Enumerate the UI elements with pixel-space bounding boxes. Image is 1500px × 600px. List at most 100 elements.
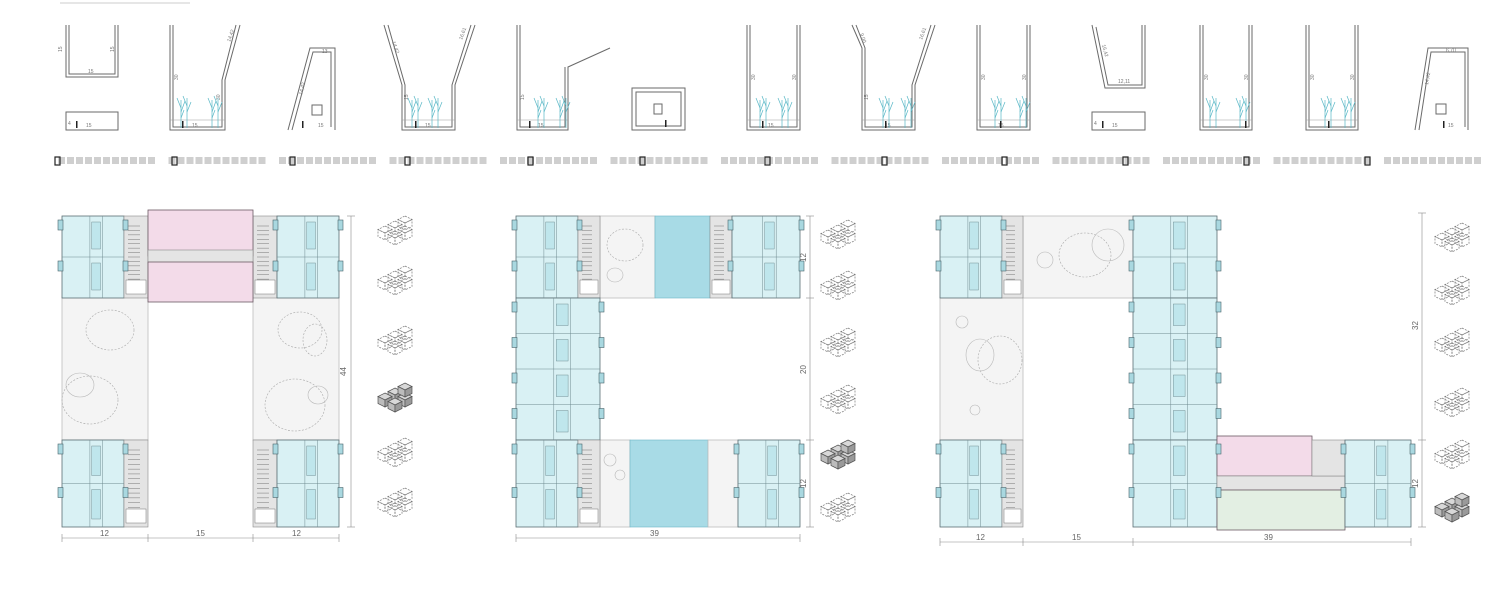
legend-glyph [130,157,137,164]
legend-glyph [1345,157,1353,164]
legend-glyph [1402,157,1409,164]
legend-glyph [1097,157,1105,164]
legend-glyph [324,157,331,164]
legend-glyph [655,157,663,164]
legend-glyph [1070,157,1078,164]
section-8-label: 9,00 [858,33,867,44]
section-marker [639,156,646,166]
legend-glyph [1032,157,1039,164]
legend-glyph [58,157,65,164]
legend-glyph [563,157,570,164]
plan-1-dim-bottom: 12 [100,529,109,538]
legend-glyph [434,157,442,164]
plant-icon [1015,95,1031,128]
plant-icon [777,95,793,128]
person-icon [182,121,184,128]
legend-glyph [425,157,433,164]
section-marker [1364,156,1371,166]
section-3-label: 15 [318,123,324,129]
apartment-unit [935,216,1007,298]
legend-glyph [231,157,239,164]
section-1-label: 15 [58,46,64,52]
person-icon [1328,121,1330,128]
legend-glyph [903,157,911,164]
section-marker [527,156,534,166]
legend-glyph [1235,157,1242,164]
stair-core [579,225,599,295]
legend-glyph [249,157,257,164]
legend-glyph [942,157,949,164]
section-12-label: 30 [1350,74,1356,80]
section-1-label: 15 [88,69,94,75]
legend-glyph [1456,157,1463,164]
section-7: 30 30 15 [746,25,801,131]
plan-3-dim-bottom: 15 [1072,533,1081,542]
axonometric-block-icon [820,327,856,358]
person-icon [885,121,887,128]
apartment-unit [57,440,129,527]
section-6 [631,87,686,131]
legend-glyph [351,157,358,164]
legend-glyph [240,157,248,164]
axonometric-block-icon [1434,439,1470,470]
section-11-label: 30 [1204,74,1210,80]
legend-glyph [407,157,415,164]
plan-3-dim-right: 12 [1411,479,1420,488]
legend-glyph [1115,157,1123,164]
legend-glyph [1309,157,1317,164]
legend-glyph [1384,157,1391,164]
plant-icon [533,95,549,128]
legend-glyph [1363,157,1371,164]
legend-glyph [912,157,920,164]
legend-glyph [139,157,146,164]
section-13-label: 14,42 [1424,72,1432,86]
section-7-label: 15 [768,123,774,129]
legend-glyph [619,157,627,164]
legend-glyph [646,157,654,164]
section-10: 16,42 12,11 15 4 [1091,24,1146,131]
plan-2-dim-right: 12 [799,253,808,262]
stair-core [254,225,276,295]
axonometric-block-icon [377,265,413,296]
legend-glyph [1106,157,1114,164]
person-icon [415,121,417,128]
section-10-label: 16,42 [1100,44,1109,58]
apartment-unit [935,440,1007,527]
axonometric-block-icon [377,487,413,518]
section-1: 15 15 15 4 15 [58,25,119,131]
apartment-unit [1340,440,1416,527]
section-9-label: 30 [981,74,987,80]
legend-glyph [996,157,1003,164]
axonometric-diagrams [377,215,1470,523]
legend-glyph [1133,157,1141,164]
legend-glyph [721,157,728,164]
legend-glyph [1217,157,1224,164]
legend-glyph [1190,157,1197,164]
axonometric-block-icon [1434,222,1470,253]
legend-glyph [1014,157,1021,164]
section-marker [54,156,61,166]
plan-1-dim-bottom: 15 [196,529,205,538]
section-2-label: 30 [216,94,222,100]
legend-glyph [1336,157,1344,164]
section-12: 30 30 [1305,25,1359,131]
plan-3-dims: 12 15 39 32 12 [939,212,1426,546]
legend-glyph [527,157,534,164]
legend-glyph [1142,157,1150,164]
section-1-label: 4 [68,121,71,127]
section-marker [171,156,178,166]
person-icon [1443,121,1445,128]
section-9-label: 30 [1022,74,1028,80]
plan-3-trees [955,228,1125,416]
section-8: 9,00 16,61 15 15 [851,24,936,131]
legend-glyph [1393,157,1400,164]
legend-glyph [416,157,424,164]
legend-glyph [76,157,83,164]
legend-glyph [112,157,119,164]
plant-icon [1235,95,1251,128]
legend-glyph [258,157,266,164]
plant-icon [407,95,423,128]
legend-glyph [1005,157,1012,164]
legend-glyph [1474,157,1481,164]
